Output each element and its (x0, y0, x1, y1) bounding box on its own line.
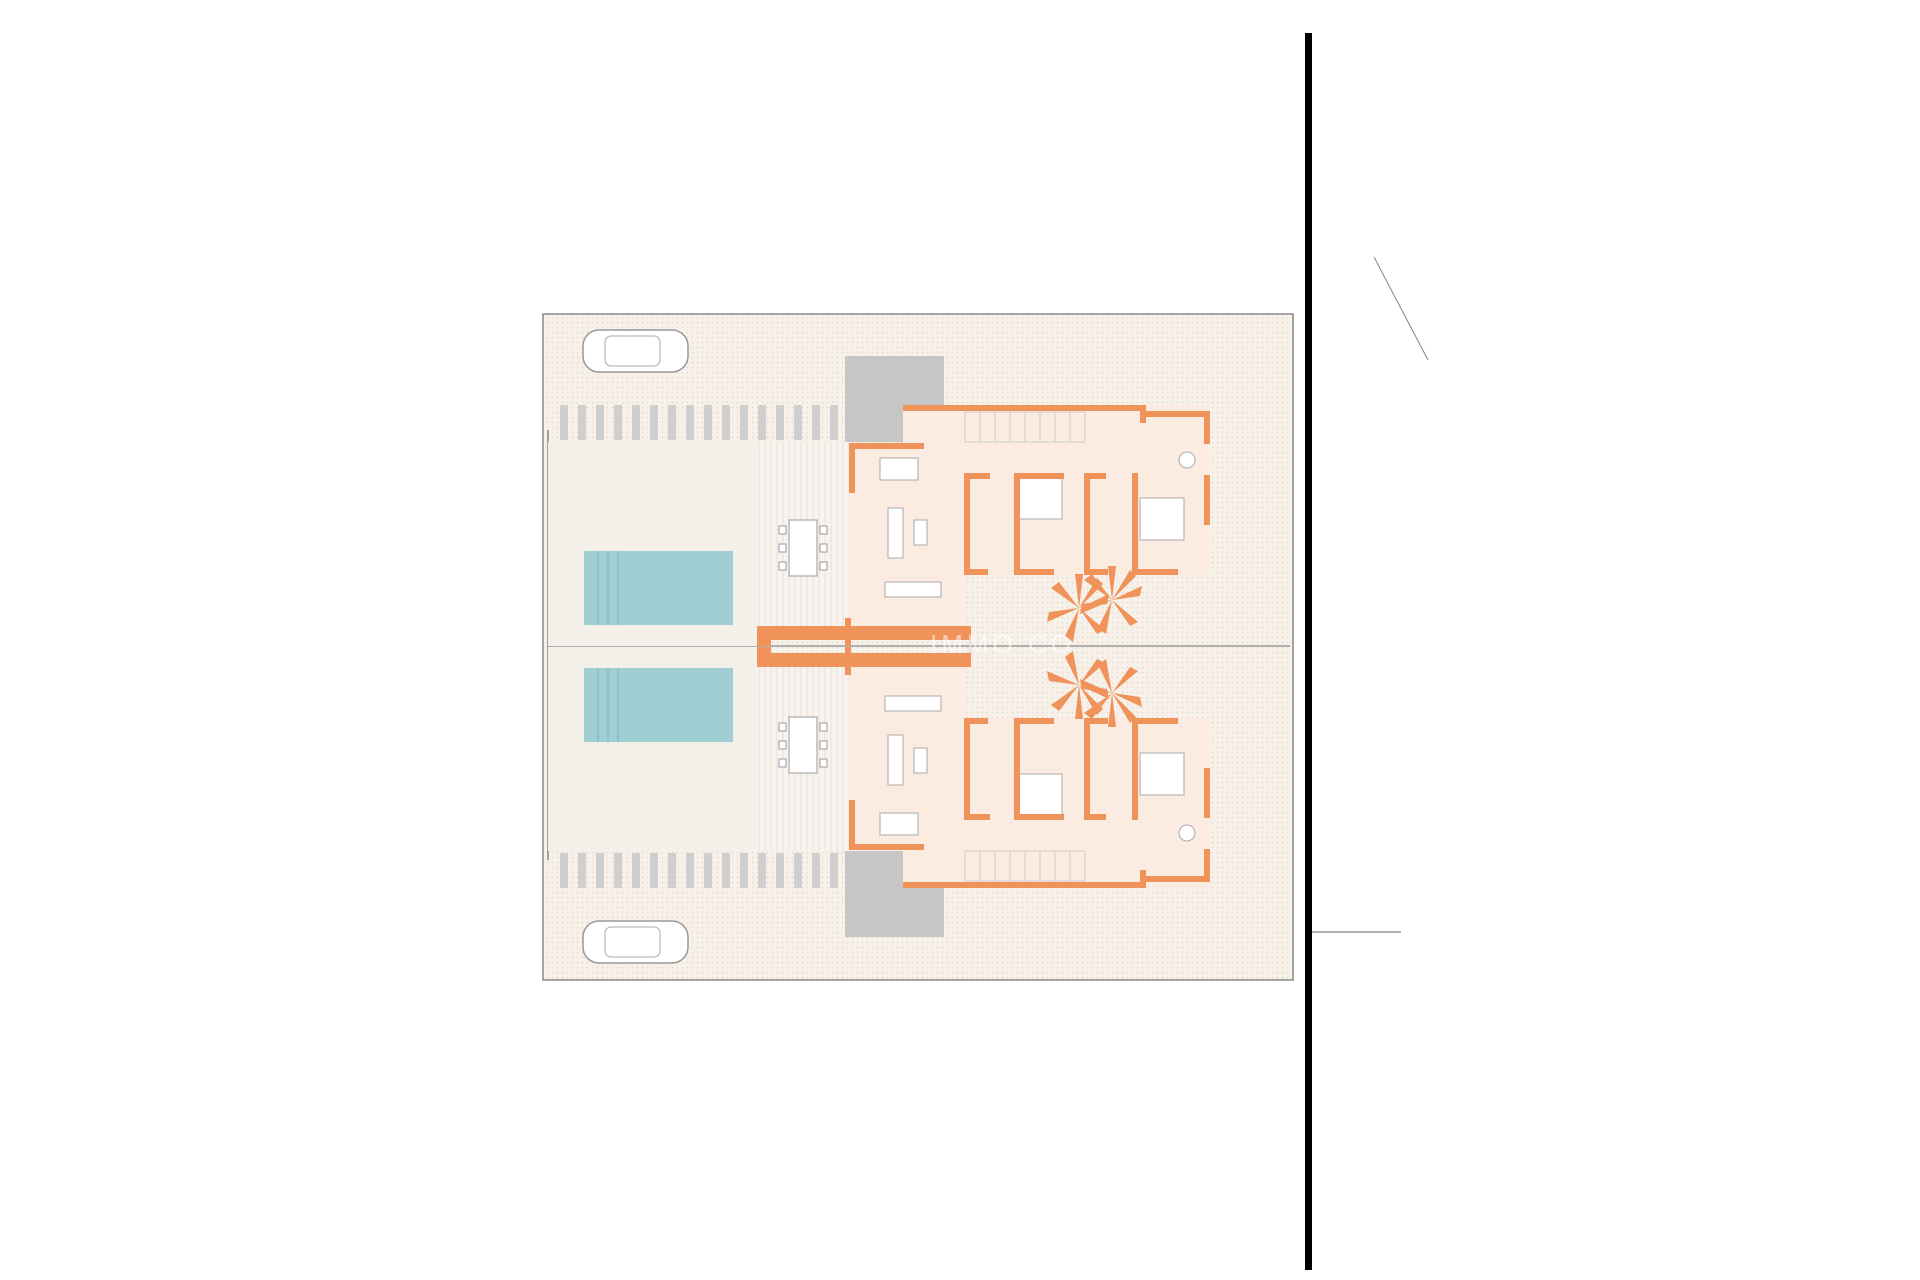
watermark: IMMO CO (930, 629, 1075, 659)
annotation-diagonal-line (1373, 256, 1429, 361)
property-boundary-line (1305, 33, 1312, 1270)
